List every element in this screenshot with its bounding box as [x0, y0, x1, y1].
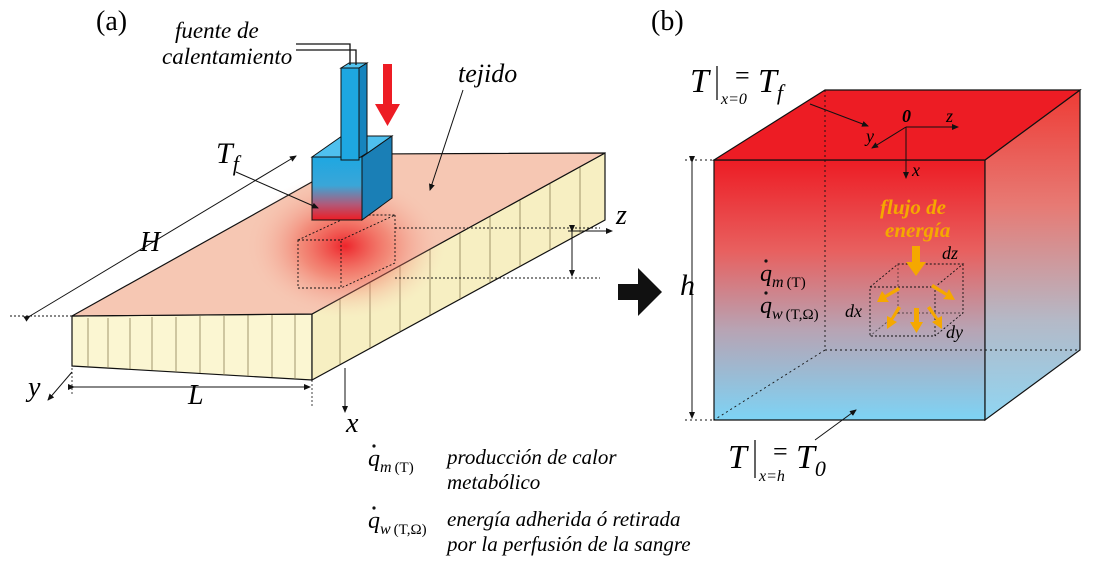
svg-text:T: T [690, 63, 711, 100]
svg-text:T0: T0 [796, 439, 826, 481]
svg-text:=: = [735, 61, 750, 90]
axis-x-label: x [345, 408, 359, 439]
flux-label-line2: energía [885, 218, 950, 242]
svg-text:=: = [773, 437, 788, 466]
svg-text:Tf: Tf [758, 63, 786, 105]
legend-qw-desc-line2: por la perfusión de la sangre [445, 532, 691, 556]
top-bc-pointer [809, 103, 869, 127]
panel-a-label: (a) [96, 6, 127, 37]
svg-text:qw(T,Ω): qw(T,Ω) [760, 293, 819, 323]
cube-qm-term: qm(T) [760, 259, 806, 291]
h-dimension-line [23, 155, 297, 322]
tf-label: Tf [216, 137, 242, 176]
cube-axis-y-label: y [864, 126, 874, 146]
subvolume-box [10, 214, 600, 317]
axis-y-arrow [47, 371, 73, 401]
heater [296, 43, 394, 221]
tissue-texture [87, 167, 581, 379]
svg-text:x=h: x=h [758, 468, 785, 485]
cube-height-label: h [680, 269, 695, 302]
cube-axis-y-arrow [871, 126, 907, 149]
legend-qm-desc-line2: metabólico [447, 470, 540, 494]
svg-text:qw(T,Ω): qw(T,Ω) [368, 508, 427, 538]
panel-a: (a) [10, 6, 627, 439]
panel-b: (b) 0 z x y T x=0 = Tf T [651, 6, 1082, 485]
legend-qm-symbol: qm(T) [368, 444, 414, 476]
legend-qm-desc-line1: producción de calor [445, 445, 617, 469]
tissue-pointer [429, 89, 464, 191]
l-dimension-label: L [187, 380, 204, 411]
heater-label-line1: fuente de [175, 18, 259, 43]
cube-axis-z-label: z [945, 106, 953, 126]
flux-arrows [877, 246, 955, 333]
dx-label: dx [845, 301, 862, 321]
differential-element [869, 263, 965, 337]
legend-qw-desc-line1: energía adherida ó retirada [447, 507, 681, 531]
svg-text:T: T [728, 439, 749, 476]
flux-label-line1: flujo de [880, 195, 946, 219]
dy-label: dy [946, 322, 963, 342]
svg-text:qm(T): qm(T) [368, 446, 414, 476]
panel-b-label: (b) [651, 6, 684, 37]
heat-direction-arrow [375, 64, 400, 126]
svg-text:qm(T): qm(T) [760, 261, 806, 291]
cube-qw-term: qw(T,Ω) [760, 291, 819, 323]
tissue-label: tejido [458, 59, 517, 88]
cube-top-face [711, 89, 1082, 161]
cube-hidden-edges [685, 90, 1080, 421]
transition-arrow [618, 268, 662, 316]
bottom-bc-pointer [814, 409, 857, 441]
axis-z-label: z [615, 200, 627, 231]
bottom-boundary-condition: T x=h = T0 [728, 437, 826, 485]
axis-y-label: y [25, 372, 41, 403]
dz-label: dz [942, 243, 958, 263]
cube-origin-label: 0 [902, 106, 911, 126]
legend: qm(T) producción de calor metabólico qw(… [368, 444, 691, 556]
legend-qw-symbol: qw(T,Ω) [368, 506, 427, 538]
h-dimension-label: H [139, 227, 162, 258]
cube-axis-x-label: x [911, 160, 920, 180]
svg-text:x=0: x=0 [720, 91, 747, 108]
top-boundary-condition: T x=0 = Tf [690, 61, 786, 108]
heater-label-line2: calentamiento [162, 44, 292, 69]
